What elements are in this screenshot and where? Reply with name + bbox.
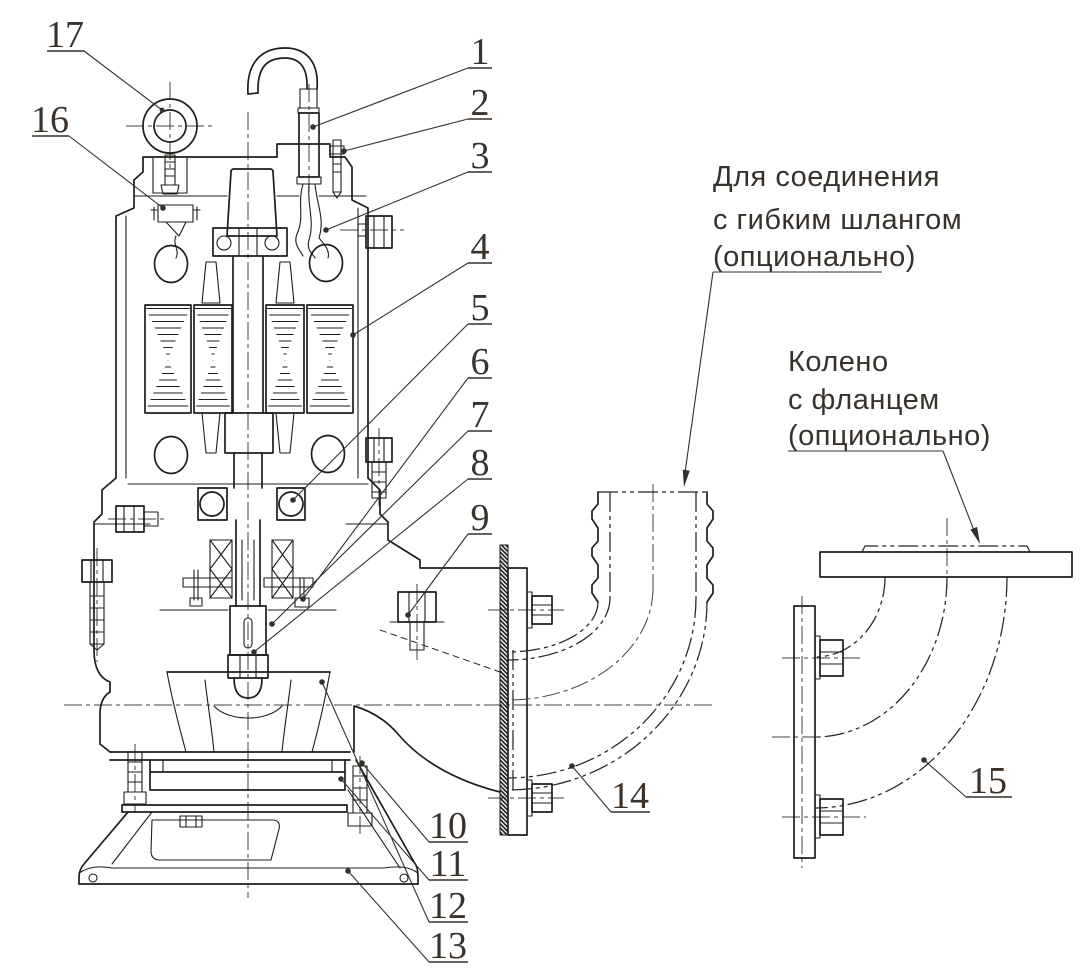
note-line: Колено xyxy=(788,346,889,378)
callout-4: 4 xyxy=(350,226,492,338)
callout-label: 16 xyxy=(31,99,69,141)
callout-13: 13 xyxy=(345,868,468,967)
top-cover xyxy=(115,143,369,479)
stator-windings xyxy=(144,304,354,414)
callout-8: 8 xyxy=(251,442,492,655)
rotor-shaft xyxy=(224,255,274,656)
casing-plug-upper-right xyxy=(357,215,393,249)
callout-6: 6 xyxy=(300,341,492,602)
note-line: (опционально) xyxy=(788,420,991,452)
gland-screw xyxy=(329,139,345,199)
casing-plug-left xyxy=(115,505,159,533)
note-line: (опционально) xyxy=(713,241,916,273)
callout-label: 12 xyxy=(429,885,467,927)
discharge-flange xyxy=(499,544,553,836)
callout-label: 6 xyxy=(471,341,490,383)
callout-label: 8 xyxy=(471,442,490,484)
callout-label: 4 xyxy=(471,226,490,268)
callout-7: 7 xyxy=(269,394,492,627)
casing-plug-lower-right xyxy=(365,437,393,499)
note-line: с гибким шлангом xyxy=(713,204,962,236)
upper-bearing xyxy=(212,227,288,257)
coil-ends xyxy=(153,243,346,475)
centerlines xyxy=(64,82,948,898)
callout-10: 10 xyxy=(359,760,468,847)
callout-label: 5 xyxy=(471,287,490,329)
callout-2: 2 xyxy=(341,82,492,154)
callout-label: 17 xyxy=(46,14,84,56)
callouts: 1 2 3 4 5 6 7 xyxy=(31,14,1012,967)
callout-5: 5 xyxy=(290,287,492,503)
callout-label: 13 xyxy=(429,925,467,967)
motor-wires xyxy=(295,183,330,259)
callout-9: 9 xyxy=(405,497,492,618)
power-cable xyxy=(247,47,319,95)
callout-3: 3 xyxy=(323,135,492,233)
note-line: с фланцем xyxy=(788,384,940,416)
callout-label: 11 xyxy=(430,843,467,885)
elbow-nut-bottom xyxy=(814,794,844,839)
flange-bolt-bottom xyxy=(526,779,553,817)
callout-label: 1 xyxy=(471,31,490,73)
note-flanged-elbow: Колено с фланцем (опционально) xyxy=(788,346,991,544)
lifting-eye xyxy=(142,98,198,195)
callout-16: 16 xyxy=(31,99,166,211)
callout-15: 15 xyxy=(921,757,1012,802)
callout-14: 14 xyxy=(569,763,650,817)
callout-11: 11 xyxy=(338,776,468,885)
arrowhead xyxy=(970,526,980,544)
lower-bearing xyxy=(127,483,369,521)
callout-label: 2 xyxy=(471,82,490,124)
callout-12: 12 xyxy=(319,679,468,927)
casing-profile xyxy=(93,477,501,793)
note-line: Для соединения xyxy=(713,161,940,193)
callout-label: 15 xyxy=(969,760,1007,802)
left-casing-bolt xyxy=(81,559,113,651)
flanged-elbow-optional xyxy=(793,545,1073,859)
callout-17: 17 xyxy=(46,14,165,113)
callout-label: 10 xyxy=(429,805,467,847)
arrowhead xyxy=(682,469,690,487)
flange-bolt-top xyxy=(526,591,553,629)
slot-wedges xyxy=(201,261,295,454)
callout-label: 9 xyxy=(471,497,490,539)
callout-label: 14 xyxy=(611,775,649,817)
callout-1: 1 xyxy=(310,31,492,130)
impeller xyxy=(166,654,331,753)
note-hose-connection: Для соединения с гибким шлангом (опциона… xyxy=(682,161,962,487)
callout-label: 7 xyxy=(471,394,490,436)
suction-bolt-left xyxy=(123,751,147,805)
terminal-block xyxy=(150,204,201,259)
callout-label: 3 xyxy=(471,135,490,177)
hose-elbow-optional xyxy=(507,491,714,791)
handle xyxy=(226,168,278,237)
